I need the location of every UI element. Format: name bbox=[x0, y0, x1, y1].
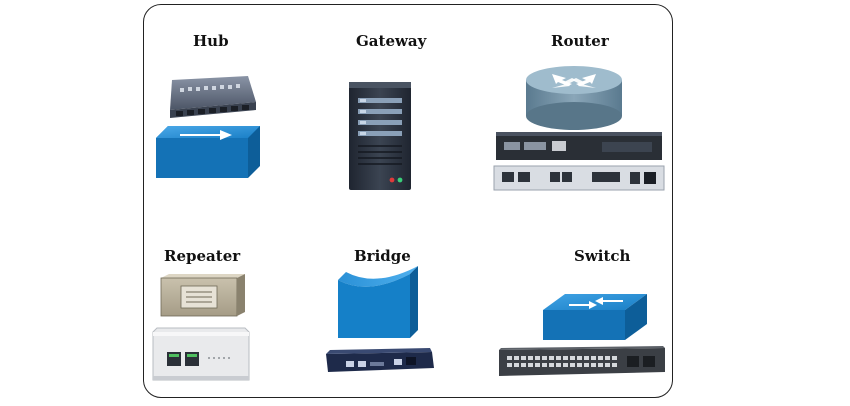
hub-icon bbox=[156, 76, 260, 178]
router-icon bbox=[493, 66, 665, 191]
repeater-label: Repeater bbox=[164, 247, 241, 265]
hub-label: Hub bbox=[193, 32, 229, 50]
router-label: Router bbox=[551, 32, 609, 50]
switch-icon bbox=[499, 294, 665, 376]
repeater-icon bbox=[152, 274, 250, 381]
switch-label: Switch bbox=[574, 247, 631, 265]
bridge-label: Bridge bbox=[354, 247, 411, 265]
gateway-icon bbox=[349, 82, 411, 190]
gateway-label: Gateway bbox=[356, 32, 427, 50]
bridge-icon bbox=[326, 266, 434, 372]
